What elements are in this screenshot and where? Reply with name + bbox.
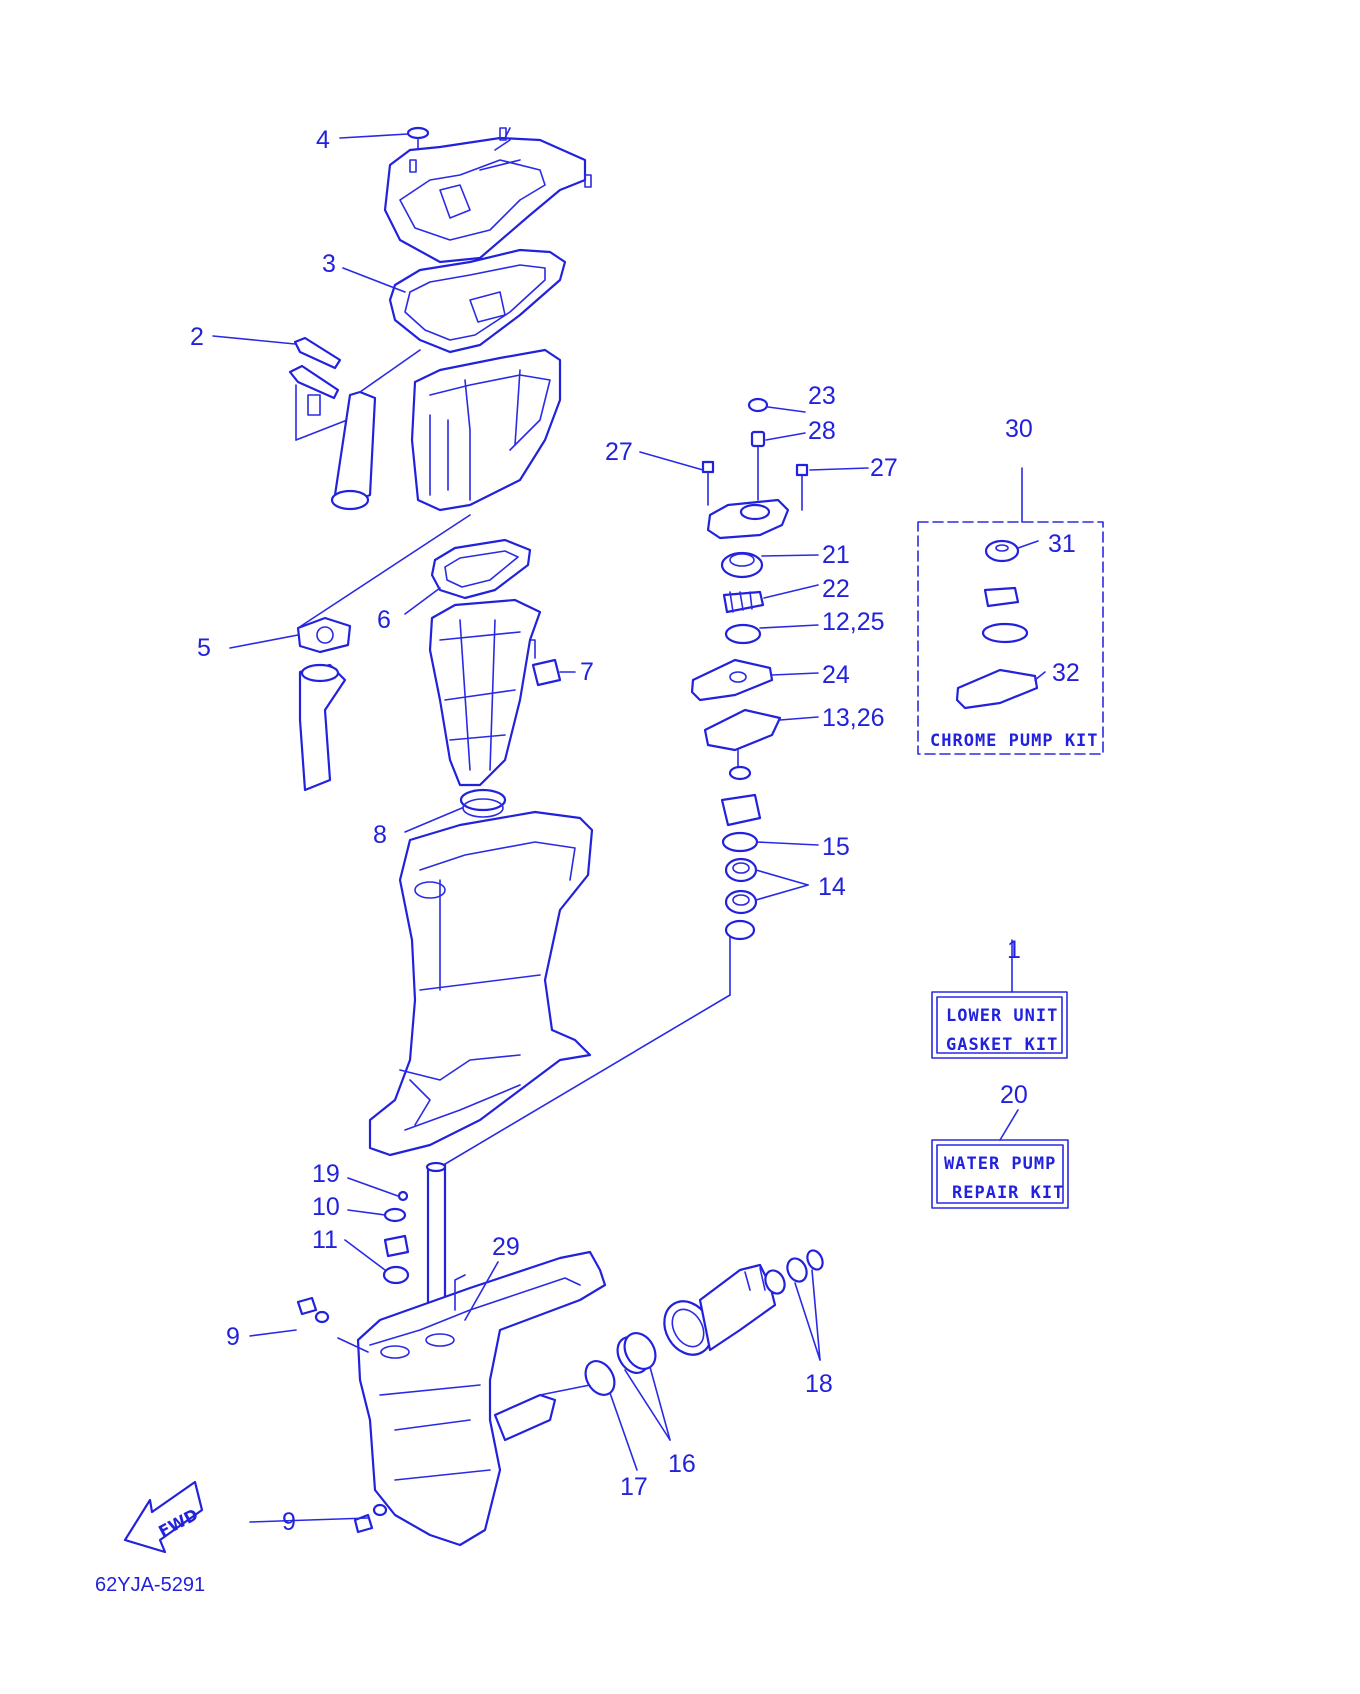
callout-22: 22 — [822, 575, 850, 603]
drive-shaft-housing — [368, 810, 594, 1157]
gasket-part-3 — [388, 248, 567, 354]
callout-21: 21 — [822, 541, 850, 569]
lower-unit-gasket-kit-box: LOWER UNIT GASKET KIT — [931, 939, 1068, 1059]
callout-9-lower: 9 — [282, 1508, 296, 1536]
leader-lines — [212, 133, 1046, 1523]
bolt-part-27-right — [795, 463, 809, 511]
callout-28: 28 — [808, 417, 836, 445]
gasket-part-13-26 — [703, 708, 782, 752]
callout-15: 15 — [822, 833, 850, 861]
leader-shaft-diagonal — [434, 994, 731, 1171]
screw-part-9-lower — [353, 1503, 388, 1534]
callout-18: 18 — [805, 1370, 833, 1398]
chrome-pump-kit-label: CHROME PUMP KIT — [930, 731, 1099, 751]
callout-32: 32 — [1052, 659, 1080, 687]
propeller-shaft-housing — [663, 1263, 777, 1356]
screw-part-9-upper — [296, 1296, 330, 1324]
lower-unit-kit-line-1: LOWER UNIT — [946, 1006, 1058, 1026]
water-pump-repair-kit-box: WATER PUMP REPAIR KIT — [931, 1109, 1069, 1209]
callout-17: 17 — [620, 1473, 648, 1501]
callout-14: 14 — [818, 873, 846, 901]
callout-29: 29 — [492, 1233, 520, 1261]
washer-pump — [724, 919, 756, 941]
seal-part-11 — [382, 1234, 410, 1285]
seal-housing — [720, 765, 762, 827]
callout-27-left: 27 — [605, 438, 633, 466]
exhaust-tube-upper — [330, 349, 421, 511]
chrome-pump-kit-box: CHROME PUMP KIT — [917, 467, 1104, 755]
grommet-part-23 — [747, 397, 769, 413]
block-part-7 — [529, 639, 562, 687]
callout-30: 30 — [1005, 415, 1033, 443]
drawing-code: 62YJA-5291 — [95, 1574, 205, 1596]
oring-part-16 — [616, 1332, 657, 1374]
upper-casing — [383, 127, 592, 264]
callout-19: 19 — [312, 1160, 340, 1188]
plate-part-2 — [288, 336, 361, 441]
exhaust-tube-lower — [298, 663, 347, 792]
callout-2: 2 — [190, 323, 204, 351]
gasket-part-5 — [296, 514, 471, 654]
callout-20: 20 — [1000, 1081, 1028, 1109]
oring-part-17 — [584, 1360, 616, 1396]
callout-3: 3 — [322, 250, 336, 278]
bushing-part-10 — [383, 1207, 407, 1223]
callout-16: 16 — [668, 1450, 696, 1478]
callout-13-26: 13,26 — [822, 704, 885, 732]
oring-part-15 — [721, 831, 759, 853]
callout-1: 1 — [1007, 936, 1021, 964]
callout-27-right: 27 — [870, 454, 898, 482]
water-pump-kit-line-1: WATER PUMP — [944, 1154, 1056, 1174]
callout-11: 11 — [312, 1226, 338, 1254]
insert-part-21 — [720, 551, 764, 579]
impeller-part-22 — [722, 590, 765, 614]
plate-part-24 — [690, 658, 774, 702]
gasket-part-12-25 — [724, 623, 762, 645]
callout-31: 31 — [1048, 530, 1076, 558]
callout-12-25: 12,25 — [822, 608, 885, 636]
lower-casing — [356, 1250, 607, 1547]
callout-23: 23 — [808, 382, 836, 410]
callout-24: 24 — [822, 661, 850, 689]
callout-8: 8 — [373, 821, 387, 849]
callout-4: 4 — [316, 126, 330, 154]
gasket-part-6 — [430, 538, 532, 600]
seal-part-8 — [459, 788, 507, 818]
callout-10: 10 — [312, 1193, 340, 1221]
callout-numbers: 4 3 2 5 6 7 8 19 10 11 29 9 9 17 16 18 2… — [190, 126, 1080, 1536]
collar-part-28 — [750, 430, 766, 448]
lower-unit-kit-line-2: GASKET KIT — [946, 1035, 1058, 1055]
water-pump-kit-line-2: REPAIR KIT — [952, 1183, 1064, 1203]
pump-housing — [706, 498, 790, 540]
oil-pan — [410, 348, 562, 512]
seal-part-14 — [724, 857, 758, 915]
callout-6: 6 — [377, 606, 391, 634]
drive-shaft — [425, 1161, 447, 1314]
callout-7: 7 — [580, 658, 594, 686]
bushing-part-18 — [764, 1249, 824, 1295]
callout-9-upper: 9 — [226, 1323, 240, 1351]
fwd-arrow-icon: FWD — [123, 1480, 204, 1554]
exhaust-guide — [428, 598, 542, 787]
bolt-part-27-left — [701, 460, 715, 506]
callout-5: 5 — [197, 634, 211, 662]
pin-part-19 — [397, 1190, 409, 1202]
